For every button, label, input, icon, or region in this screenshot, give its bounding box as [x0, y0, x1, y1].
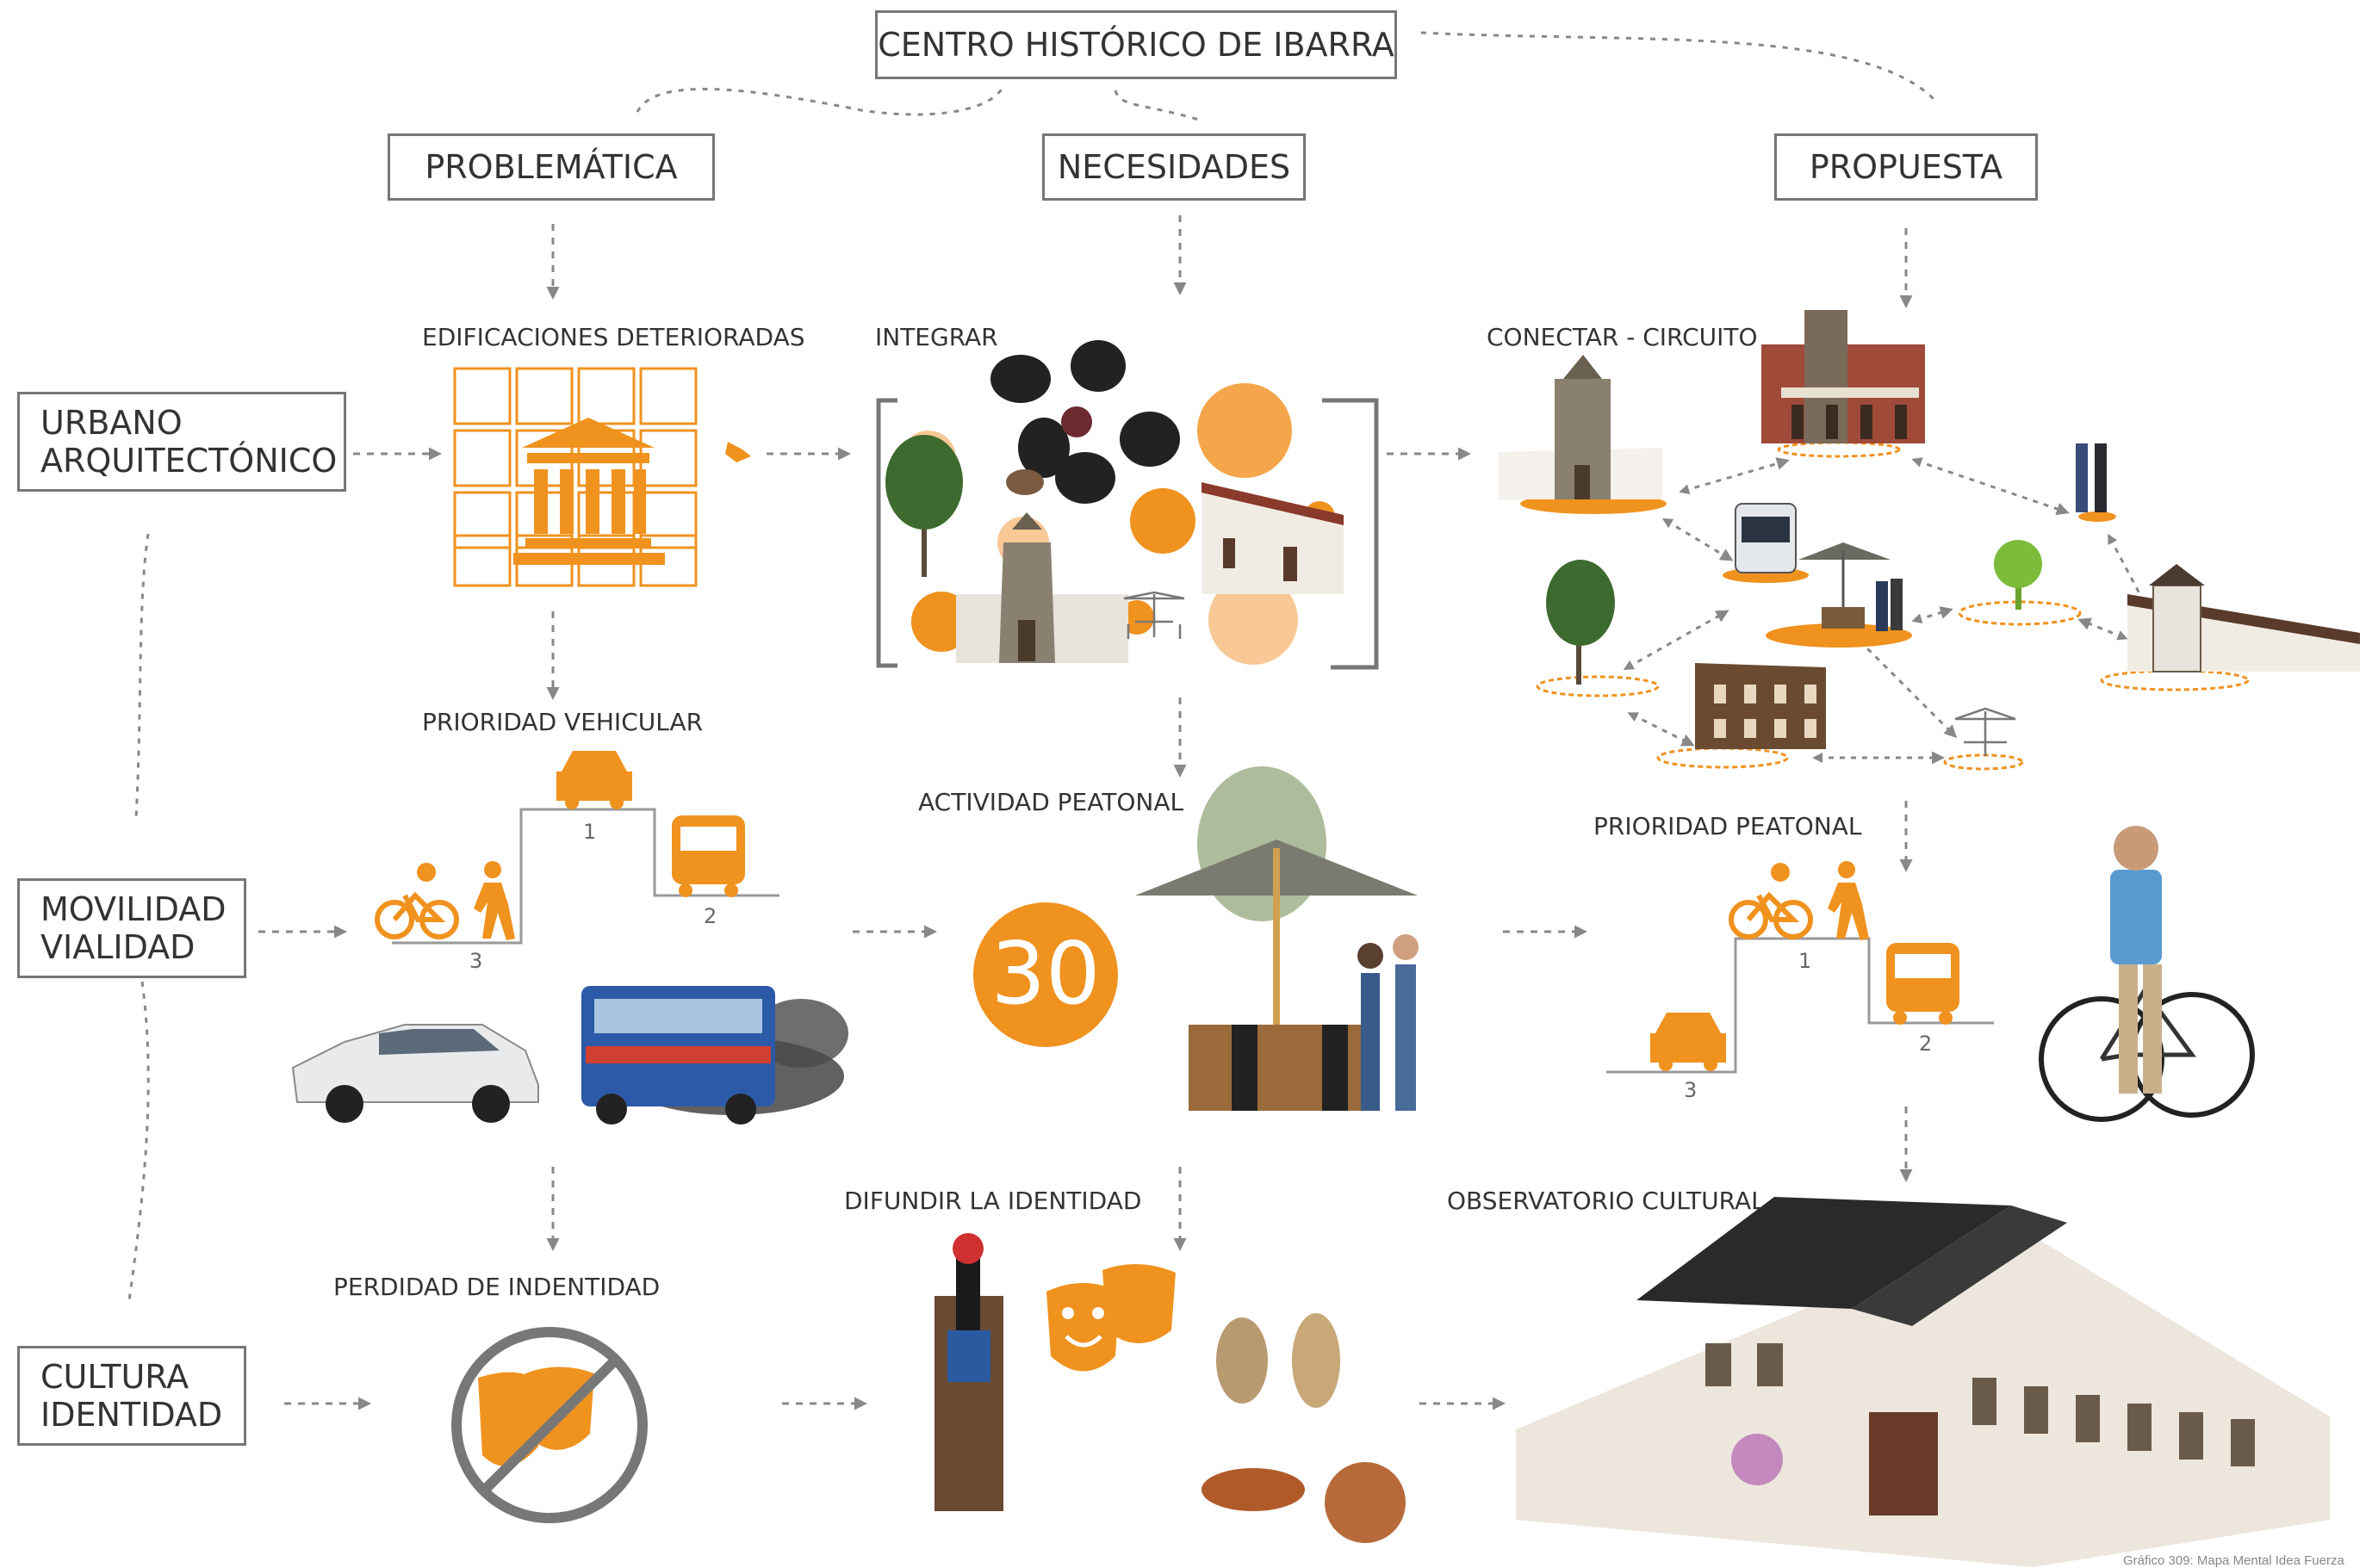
pedestrian-icon	[1828, 861, 1869, 940]
bus-icon	[1886, 943, 1959, 1025]
problem-label: PROBLEMÁTICA	[425, 148, 678, 186]
speed-limit-circle	[973, 902, 1118, 1047]
flow-arrows	[258, 215, 1913, 1410]
caption-spread-identity: DIFUNDIR LA IDENTIDAD	[844, 1187, 1142, 1215]
bicycle-icon	[1729, 863, 1813, 939]
main-title: CENTRO HISTÓRICO DE IBARRA	[878, 26, 1394, 64]
pedestrian-podium-third: 3	[1684, 1078, 1698, 1102]
pedestrian-activity-scene	[1135, 766, 1419, 1111]
crowd-aerial-photo	[990, 340, 1180, 504]
main-title-box: CENTRO HISTÓRICO DE IBARRA	[875, 10, 1397, 79]
no-identity-icon	[451, 1327, 648, 1523]
building-icon	[513, 418, 751, 565]
vehicle-priority-podium	[392, 808, 779, 945]
figure-footnote: Gráfico 309: Mapa Mental Idea Fuerza	[2123, 1553, 2344, 1568]
cultural-observatory-photo	[1516, 1197, 2330, 1567]
urban-label-line2: ARQUITECTÓNICO	[40, 442, 338, 480]
caption-identity-loss: PERDIDAD DE INDENTIDAD	[333, 1273, 661, 1301]
pedestrian-priority-podium	[1606, 937, 1994, 1074]
bus-icon	[672, 815, 745, 897]
speed-limit-value: 30	[990, 923, 1101, 1024]
theater-masks-icon	[1046, 1264, 1176, 1372]
mobility-label-line2: VIALIDAD	[40, 928, 196, 966]
title-connectors	[127, 31, 1940, 1301]
caption-connect: CONECTAR - CIRCUITO	[1487, 323, 1758, 351]
caption-vehicle-priority: PRIORIDAD VEHICULAR	[422, 708, 704, 736]
pedestrian-icon	[474, 861, 515, 940]
church-photo	[956, 512, 1128, 663]
culture-label-line2: IDENTIDAD	[40, 1396, 223, 1434]
identity-collage	[935, 1233, 1406, 1543]
tree-icon	[885, 435, 963, 577]
vehicle-podium-third: 3	[469, 949, 483, 973]
urban-label-line1: URBANO	[40, 404, 183, 442]
traffic-photo	[291, 986, 848, 1125]
culture-box: CULTURA IDENTIDAD	[17, 1346, 246, 1446]
pedestrian-podium-second: 2	[1919, 1032, 1933, 1056]
pedestrian-podium-first: 1	[1798, 949, 1812, 973]
caption-pedestrian-activity: ACTIVIDAD PEATONAL	[918, 788, 1184, 816]
car-icon	[1650, 1013, 1726, 1071]
mobility-box: MOVILIDAD VIALIDAD	[17, 878, 246, 978]
caption-pedestrian-priority: PRIORIDAD PEATONAL	[1593, 812, 1862, 840]
urban-box: URBANO ARQUITECTÓNICO	[17, 392, 346, 492]
bicycle-icon	[375, 863, 459, 939]
vehicle-podium-second: 2	[704, 904, 717, 928]
culture-label-line1: CULTURA	[40, 1358, 189, 1396]
vehicle-podium-first: 1	[583, 820, 597, 844]
umbrella-table-icon	[1123, 591, 1185, 639]
car-icon	[556, 751, 632, 809]
caption-integrate: INTEGRAR	[875, 323, 998, 351]
problem-box: PROBLEMÁTICA	[388, 133, 715, 201]
needs-label: NECESIDADES	[1057, 148, 1291, 186]
proposal-box: PROPUESTA	[1774, 133, 2038, 201]
caption-cultural-observatory: OBSERVATORIO CULTURAL	[1447, 1187, 1765, 1215]
circuit-illustration	[1499, 310, 2360, 771]
proposal-label: PROPUESTA	[1809, 148, 2003, 186]
integrate-frame	[876, 398, 1379, 670]
colonial-house-photo	[1202, 482, 1344, 594]
needs-box: NECESIDADES	[1042, 133, 1306, 201]
cyclist-photo	[2039, 826, 2255, 1122]
caption-deteriorated: EDIFICACIONES DETERIORADAS	[422, 323, 805, 351]
mobility-label-line1: MOVILIDAD	[40, 890, 227, 928]
